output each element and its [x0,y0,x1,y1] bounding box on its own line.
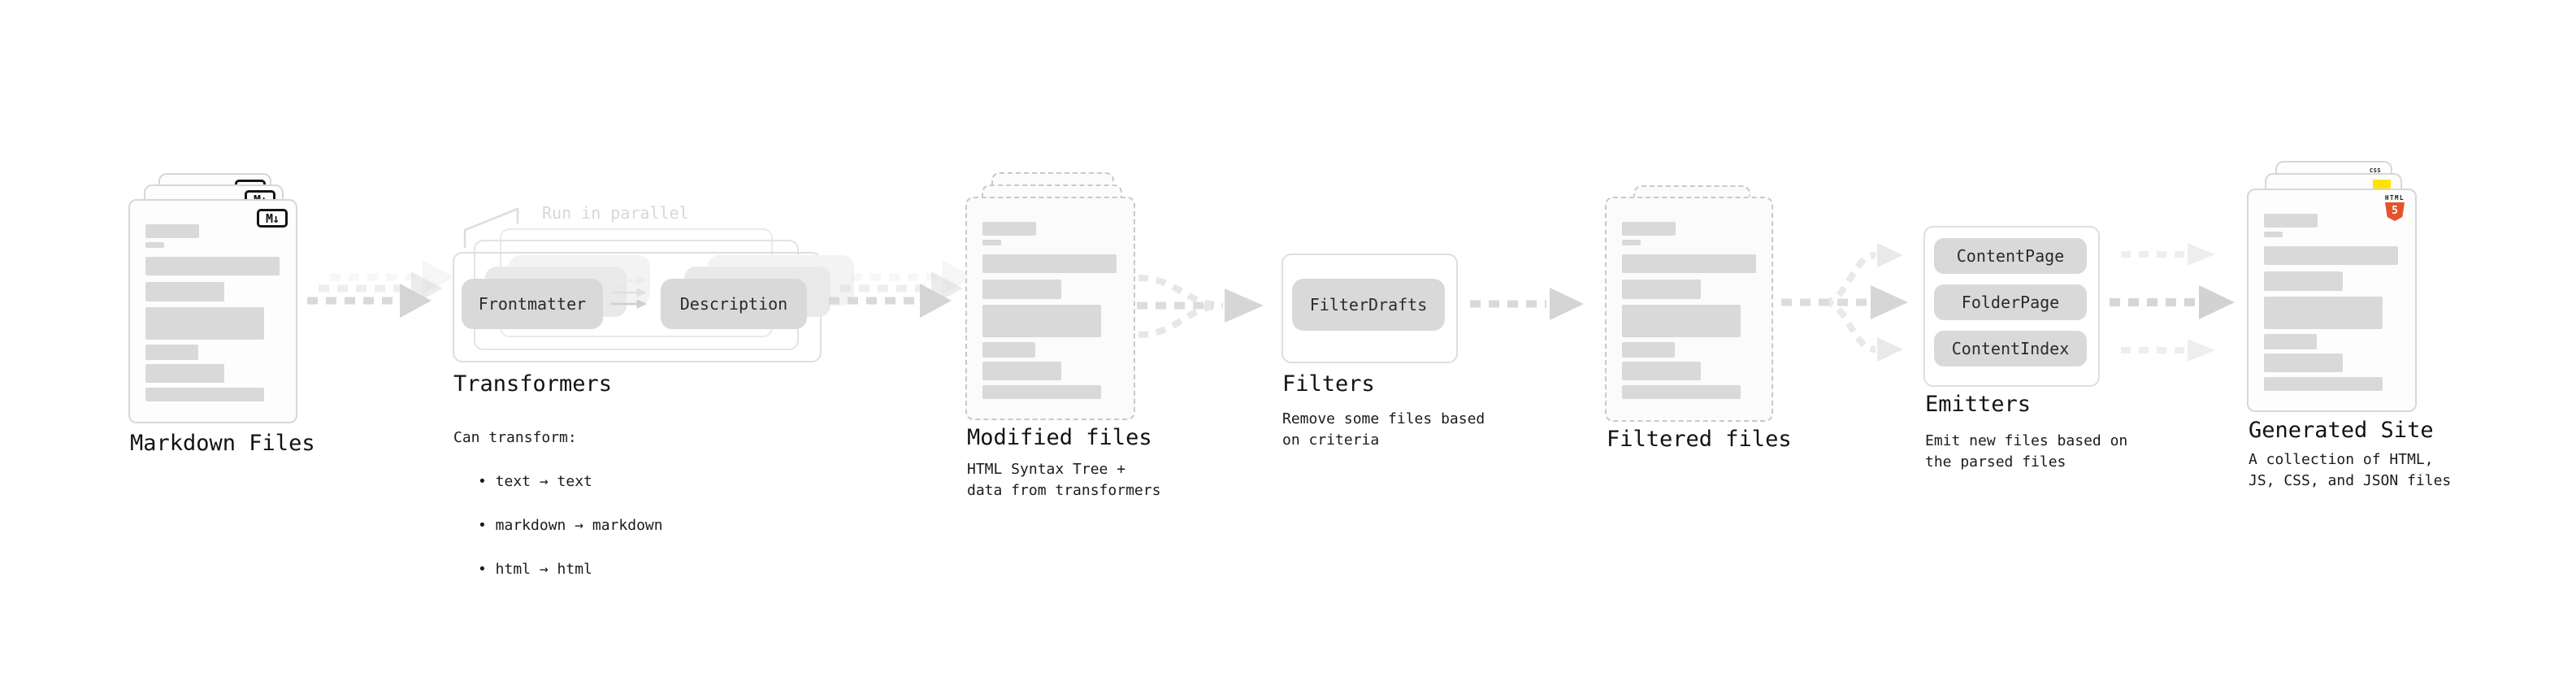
emitters-box [1923,226,2100,387]
button-label: FolderPage [1961,293,2060,312]
stage-label-filters: Filters [1282,371,1375,397]
text-line-placeholder [1622,240,1641,245]
text-line-placeholder [145,242,164,248]
text-line-placeholder [1622,222,1676,236]
text-line-placeholder [1622,385,1741,399]
note-bullet: • html → html [478,561,592,578]
text-line-placeholder [2264,232,2283,237]
text-line-placeholder [1622,254,1756,273]
text-line-placeholder [145,364,224,383]
text-line-placeholder [982,342,1035,358]
markdown-file-card-front: M↓ [128,199,297,423]
transformer-description-button: Description [661,279,807,329]
stage-label-transformers: Transformers [453,371,613,397]
arrow-merge-modified-to-filters [1137,275,1264,338]
text-line-placeholder [982,222,1036,236]
transform-flow-arrows [611,275,648,309]
text-line-placeholder [1622,305,1741,337]
text-line-placeholder [2264,354,2343,372]
stage-label-filtered-files: Filtered files [1607,427,1792,452]
css-icon-label: CSS [2369,167,2382,174]
text-line-placeholder [2264,214,2318,228]
note-line: Can transform: [453,429,577,446]
note-bullet: • text → text [478,473,592,490]
button-label: Frontmatter [478,294,587,314]
generated-file-card-front: HTML 5 [2247,189,2417,412]
text-line-placeholder [145,345,198,360]
text-line-placeholder [982,305,1101,337]
stage-label-modified-files: Modified files [967,425,1152,450]
button-label: ContentPage [1956,246,2065,266]
arrow-markdown-to-transformers [307,260,454,318]
stage-label-generated-site: Generated Site [2249,418,2434,443]
modified-file-card-front [965,197,1135,420]
annotation-connector-line [463,207,519,248]
text-line-placeholder [982,362,1061,380]
text-line-placeholder [145,282,224,301]
filter-drafts-button: FilterDrafts [1292,279,1445,331]
arrow-emitters-to-site [2110,243,2235,362]
text-line-placeholder [2264,297,2383,329]
note-bullet: • markdown → markdown [478,517,663,534]
text-line-placeholder [2264,271,2343,291]
text-line-placeholder [982,280,1061,299]
button-label: FilterDrafts [1309,295,1428,314]
emitter-folder-page-button: FolderPage [1934,284,2087,320]
js-icon [2373,180,2391,189]
emitter-content-page-button: ContentPage [1934,238,2087,274]
text-line-placeholder [145,257,280,275]
html5-icon-number: 5 [2392,205,2398,217]
text-line-placeholder [2264,246,2398,265]
text-line-placeholder [145,388,264,401]
filtered-file-card-front [1605,197,1773,422]
text-line-placeholder [1622,362,1701,380]
stage-label-emitters: Emitters [1925,392,2032,417]
html5-icon: HTML 5 [2384,194,2405,221]
html5-icon-word: HTML [2384,194,2405,202]
filters-note: Remove some files based on criteria [1282,410,1485,449]
transformers-note: Can transform: • text → text • markdown … [453,405,663,602]
text-line-placeholder [1622,280,1701,299]
arrow-split-filtered-to-emitters [1781,243,1908,362]
text-line-placeholder [2264,377,2383,391]
generated-note: A collection of HTML, JS, CSS, and JSON … [2249,451,2452,489]
text-line-placeholder [1622,342,1675,358]
modified-note: HTML Syntax Tree + data from transformer… [967,461,1161,499]
markdown-icon: M↓ [257,209,288,228]
text-line-placeholder [2264,334,2317,349]
text-line-placeholder [145,224,199,238]
arrow-transformers-to-modified [829,260,974,318]
markdown-icon-label: M↓ [265,210,280,226]
text-line-placeholder [145,307,264,340]
emitters-note: Emit new files based on the parsed files [1925,432,2128,471]
run-in-parallel-note: Run in parallel [542,203,689,223]
transformer-frontmatter-button: Frontmatter [462,279,603,329]
filters-box [1281,254,1458,363]
button-label: ContentIndex [1951,339,2070,358]
text-line-placeholder [982,240,1001,245]
text-line-placeholder [982,385,1101,399]
text-line-placeholder [982,254,1117,273]
stage-label-markdown-files: Markdown Files [130,431,315,456]
emitter-content-index-button: ContentIndex [1934,331,2087,367]
arrow-filters-to-filtered [1470,288,1584,320]
button-label: Description [679,294,788,314]
